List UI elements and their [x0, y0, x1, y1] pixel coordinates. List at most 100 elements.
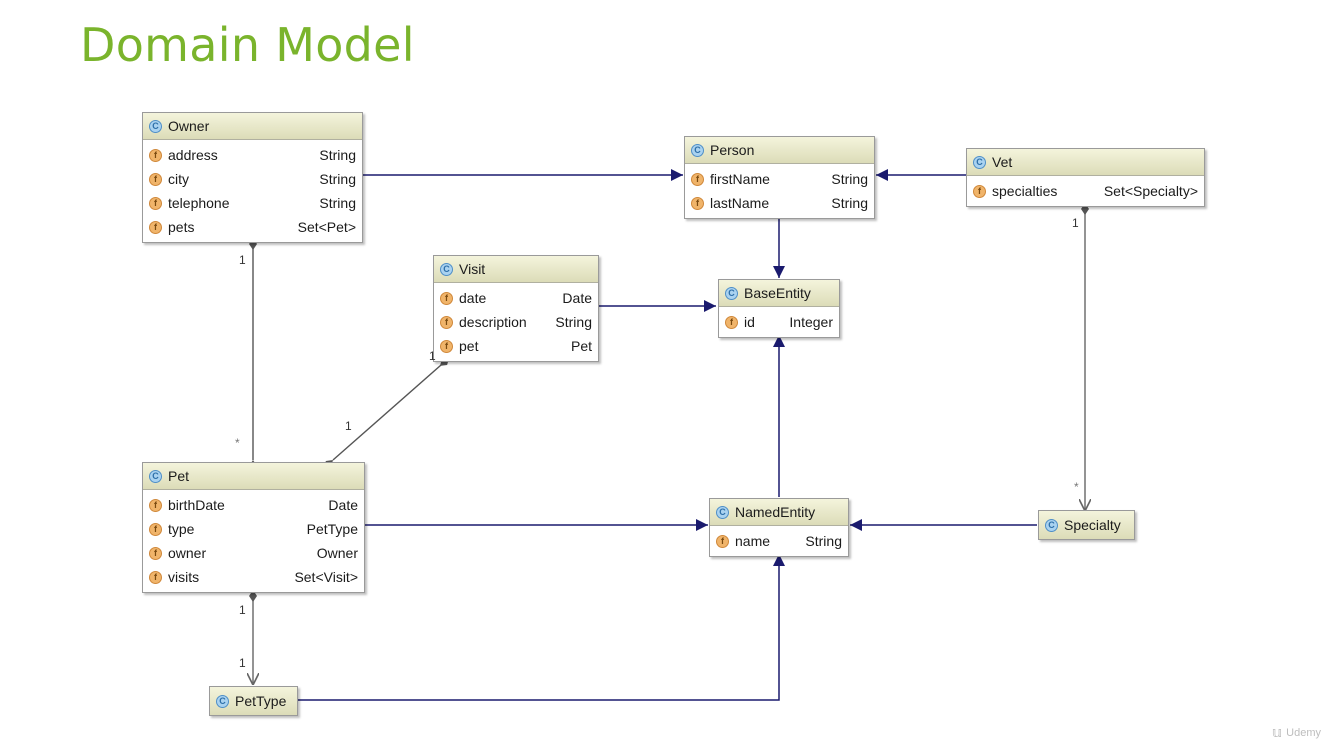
- class-vet-name: Vet: [992, 154, 1013, 170]
- class-specialty[interactable]: C Specialty: [1038, 510, 1135, 540]
- class-icon: C: [716, 505, 729, 519]
- class-pettype[interactable]: C PetType: [209, 686, 298, 716]
- class-icon: C: [149, 119, 162, 133]
- field-icon: f: [973, 184, 986, 198]
- class-namedentity-header: C NamedEntity: [710, 499, 848, 526]
- field-icon: f: [691, 196, 704, 210]
- field-icon: f: [691, 172, 704, 186]
- multiplicity-visit-pet-end: 1: [345, 419, 352, 433]
- class-person-name: Person: [710, 142, 755, 158]
- class-vet-header: C Vet: [967, 149, 1204, 176]
- udemy-watermark: 𝕦 Udemy: [1272, 724, 1321, 741]
- multiplicity-visit-end: 1: [429, 349, 436, 363]
- field-icon: f: [149, 172, 162, 186]
- class-vet[interactable]: C Vet f specialties Set<Specialty>: [966, 148, 1205, 207]
- edge-visit-pet: [323, 357, 450, 468]
- field-type: Date: [328, 497, 358, 513]
- class-baseentity-header: C BaseEntity: [719, 280, 839, 307]
- field-icon: f: [725, 315, 738, 329]
- class-icon: C: [216, 694, 229, 708]
- class-owner-header: C Owner: [143, 113, 362, 140]
- field-icon: f: [149, 522, 162, 536]
- multiplicity-pettype-end: 1: [239, 656, 246, 670]
- field-name: name: [735, 533, 771, 549]
- field-type: Integer: [789, 314, 833, 330]
- field-name: pet: [459, 338, 479, 354]
- field-icon: f: [149, 570, 162, 584]
- field-type: PetType: [306, 521, 358, 537]
- field-type: String: [319, 171, 356, 187]
- class-icon: C: [149, 469, 162, 483]
- class-icon: C: [440, 262, 453, 276]
- field-type: String: [831, 171, 868, 187]
- field-name: visits: [168, 569, 200, 585]
- class-owner-name: Owner: [168, 118, 210, 134]
- class-icon: C: [725, 286, 738, 300]
- field-type: String: [555, 314, 592, 330]
- class-icon: C: [1045, 518, 1058, 532]
- field-type: String: [319, 195, 356, 211]
- field-icon: f: [149, 196, 162, 210]
- field-name: description: [459, 314, 527, 330]
- class-pet-header: C Pet: [143, 463, 364, 490]
- class-namedentity-name: NamedEntity: [735, 504, 816, 520]
- field-name: type: [168, 521, 195, 537]
- field-name: specialties: [992, 183, 1058, 199]
- field-icon: f: [440, 291, 453, 305]
- field-name: lastName: [710, 195, 770, 211]
- field-icon: f: [149, 498, 162, 512]
- field-type: Date: [562, 290, 592, 306]
- multiplicity-vet-end: 1: [1072, 216, 1079, 230]
- field-name: city: [168, 171, 189, 187]
- class-pettype-header: C PetType: [210, 687, 297, 715]
- field-row: f specialties Set<Specialty>: [973, 179, 1198, 203]
- class-icon: C: [691, 143, 704, 157]
- page-title: Domain Model: [80, 18, 415, 72]
- class-specialty-header: C Specialty: [1039, 511, 1134, 539]
- class-visit-header: C Visit: [434, 256, 598, 283]
- field-name: telephone: [168, 195, 230, 211]
- field-type: Set<Visit>: [294, 569, 358, 585]
- field-type: String: [805, 533, 842, 549]
- field-icon: f: [149, 546, 162, 560]
- multiplicity-specialty-end: *: [1074, 480, 1079, 494]
- class-icon: C: [973, 155, 986, 169]
- class-pet-name: Pet: [168, 468, 190, 484]
- class-specialty-name: Specialty: [1064, 517, 1121, 533]
- udemy-logo-icon: 𝕦: [1271, 724, 1283, 740]
- field-icon: f: [149, 220, 162, 234]
- class-person[interactable]: C Person f firstName String f lastName Strin…: [684, 136, 875, 219]
- field-name: pets: [168, 219, 195, 235]
- field-name: birthDate: [168, 497, 225, 513]
- field-type: Pet: [570, 338, 592, 354]
- field-icon: f: [149, 148, 162, 162]
- multiplicity-pet-type-end: 1: [239, 603, 246, 617]
- field-row: f telephone String: [149, 191, 356, 215]
- field-name: id: [744, 314, 755, 330]
- field-row: f firstName String: [691, 167, 868, 191]
- field-type: String: [319, 147, 356, 163]
- field-type: Set<Specialty>: [1103, 183, 1198, 199]
- edge-pettype-namedentity: [298, 554, 785, 701]
- class-baseentity-name: BaseEntity: [744, 285, 811, 301]
- field-name: firstName: [710, 171, 770, 187]
- field-icon: f: [440, 339, 453, 353]
